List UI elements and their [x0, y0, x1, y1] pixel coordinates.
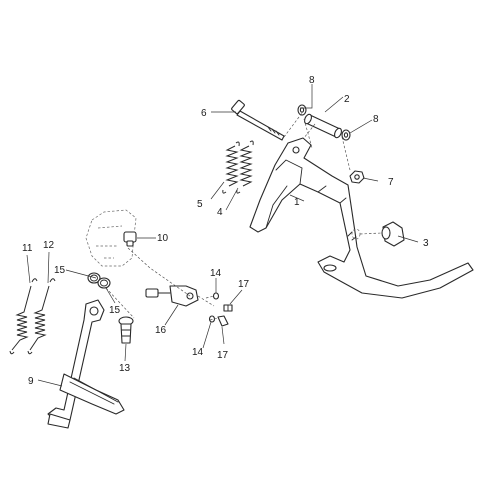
callout-16: 16: [155, 325, 167, 336]
callout-14-upper: 14: [210, 268, 222, 279]
center-stand-frame: [249, 137, 474, 299]
washer-lower: [341, 129, 351, 141]
callout-8-top: 8: [309, 75, 315, 86]
callout-labels: 8 2 8 6 7 1 3 5 4 10 11 12 15 15 14 17 1…: [22, 75, 429, 387]
callout-13: 13: [119, 363, 131, 374]
callout-15-left: 15: [54, 265, 66, 276]
side-spring-left: [9, 278, 38, 355]
o-rings: [87, 272, 111, 289]
callout-12: 12: [43, 240, 55, 251]
callout-2: 2: [344, 94, 350, 105]
pivot-pin: [118, 316, 134, 344]
callout-11: 11: [22, 243, 33, 254]
side-spring-right: [27, 278, 56, 355]
small-washer-upper: [212, 292, 220, 300]
rubber-bumper: [351, 221, 405, 247]
callout-17-upper: 17: [238, 279, 250, 290]
small-washer-lower: [208, 315, 216, 323]
pivot-bolt: [231, 99, 285, 141]
callout-10: 10: [157, 233, 169, 244]
nut: [349, 170, 365, 184]
callout-8-right: 8: [373, 114, 379, 125]
screw-upper: [223, 304, 233, 312]
callout-17-lower: 17: [217, 350, 229, 361]
stand-switch-sensor: [145, 285, 215, 307]
bushing-tube: [304, 113, 342, 139]
washer-upper: [297, 104, 307, 116]
callout-7: 7: [388, 177, 394, 188]
leader-lines: [26, 84, 419, 387]
stand-spring-left: [222, 141, 240, 194]
callout-4: 4: [217, 207, 223, 218]
callout-1: 1: [294, 197, 300, 208]
stand-spring-right: [236, 140, 254, 194]
callout-3: 3: [423, 238, 429, 249]
callout-14-lower: 14: [192, 347, 204, 358]
screw-lower: [217, 315, 229, 327]
callout-5: 5: [197, 199, 203, 210]
side-stand: [47, 299, 125, 429]
callout-6: 6: [201, 108, 207, 119]
callout-15-lower: 15: [109, 305, 121, 316]
stand-bracket: [85, 209, 137, 267]
callout-9: 9: [28, 376, 34, 387]
